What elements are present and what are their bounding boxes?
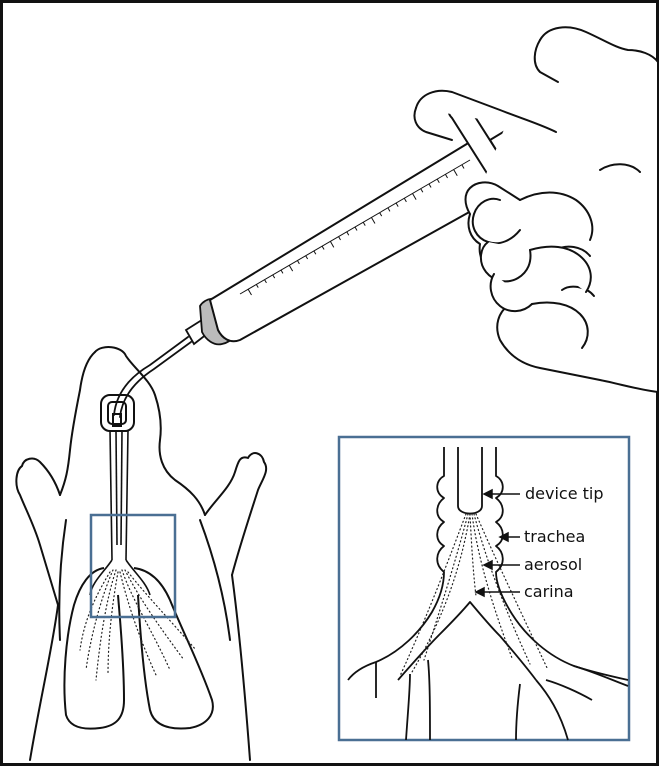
mouse-lungs [63, 567, 214, 730]
mouse-inset-marker [89, 513, 177, 619]
syringe-tick [247, 288, 252, 296]
syringe-tick [296, 260, 300, 265]
mouse-aerosol [79, 569, 197, 681]
label-carina: carina [524, 582, 574, 601]
syringe-tick [420, 188, 424, 193]
syringe-needle [113, 336, 192, 418]
syringe-tick [321, 245, 325, 250]
syringe-tick [387, 207, 391, 212]
label-arrows [474, 488, 520, 598]
inset-trachea [347, 447, 629, 741]
syringe-tick [272, 274, 276, 279]
syringe-tick [453, 169, 458, 177]
syringe-tick [371, 217, 376, 224]
syringe-tick [329, 241, 335, 248]
syringe-tick [362, 221, 366, 226]
syringe-tick [461, 164, 465, 169]
syringe-tick [379, 212, 383, 217]
syringe-tick [403, 198, 407, 203]
syringe-barrel [209, 139, 511, 343]
syringe-tick [412, 193, 417, 200]
syringe-tick [395, 202, 399, 207]
label-trachea: trachea [524, 527, 586, 546]
syringe-tick [445, 174, 448, 179]
syringe-tick [338, 236, 341, 241]
syringe-tick [436, 179, 440, 183]
label-aerosol: aerosol [524, 555, 583, 574]
syringe-tick [346, 231, 350, 236]
syringe-tick [255, 283, 259, 288]
syringe-tick [288, 264, 294, 272]
mouse-outline [15, 346, 268, 761]
syringe-tick [280, 269, 284, 274]
syringe-tick [264, 279, 267, 284]
inset-aerosol [399, 513, 549, 677]
syringe-ticks [247, 164, 465, 296]
syringe-tick [428, 183, 432, 188]
syringe-tick [354, 226, 358, 231]
syringe-tick [313, 250, 317, 255]
inset-device-tip [457, 447, 483, 515]
hand-outline [413, 26, 659, 393]
label-device-tip: device tip [525, 484, 604, 503]
syringe-tick [305, 255, 309, 260]
